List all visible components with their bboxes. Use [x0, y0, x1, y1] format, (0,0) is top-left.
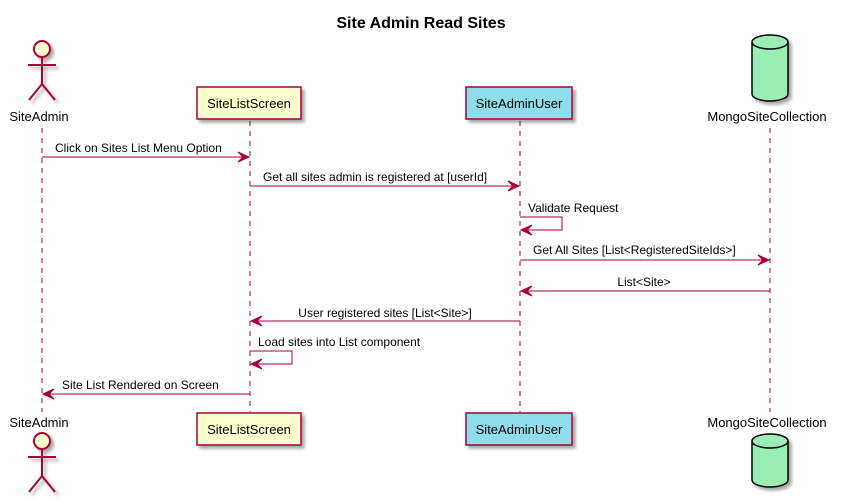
message-6: User registered sites [List<Site>] — [249, 306, 520, 327]
svg-text:List<Site>: List<Site> — [617, 275, 670, 289]
actor-icon — [28, 40, 56, 101]
svg-text:Site List Rendered on Screen: Site List Rendered on Screen — [62, 378, 219, 392]
participant-site-admin-user-top: SiteAdminUser — [476, 96, 563, 111]
svg-text:Validate Request: Validate Request — [528, 201, 619, 215]
message-1: Click on Sites List Menu Option — [42, 141, 251, 163]
message-5: List<Site> — [519, 275, 770, 297]
message-4: Get All Sites [List<RegisteredSiteIds>] — [520, 243, 771, 266]
participant-box-site-list-screen-bottom — [196, 412, 302, 446]
participant-box-site-admin-user-top — [465, 86, 573, 120]
diagram-title: Site Admin Read Sites — [336, 15, 505, 32]
participant-site-list-screen-bottom: SiteListScreen — [207, 422, 291, 437]
participant-box-site-list-screen-top — [196, 86, 302, 120]
svg-text:User registered sites [List<Si: User registered sites [List<Site>] — [298, 306, 471, 320]
participant-site-admin-bottom: SiteAdmin — [9, 415, 68, 430]
svg-text:Load sites into List component: Load sites into List component — [258, 335, 421, 349]
participant-site-admin-user-bottom: SiteAdminUser — [476, 422, 563, 437]
message-7: Load sites into List component — [249, 335, 421, 370]
participant-site-admin-top: SiteAdmin — [9, 109, 68, 124]
participant-box-site-admin-user-bottom — [465, 412, 573, 446]
participant-mongo-site-collection-top: MongoSiteCollection — [707, 109, 826, 124]
message-3: Validate Request — [519, 201, 619, 236]
participant-site-list-screen-top: SiteListScreen — [207, 96, 291, 111]
svg-text:Get All Sites [List<Registered: Get All Sites [List<RegisteredSiteIds>] — [533, 243, 736, 257]
message-2: Get all sites admin is registered at [us… — [250, 170, 521, 192]
database-icon — [751, 433, 789, 488]
message-8: Site List Rendered on Screen — [41, 378, 250, 400]
database-icon — [751, 34, 789, 102]
svg-text:Click on Sites List Menu Optio: Click on Sites List Menu Option — [55, 141, 222, 155]
participant-mongo-site-collection-bottom: MongoSiteCollection — [707, 415, 826, 430]
svg-text:Get all sites admin is registe: Get all sites admin is registered at [us… — [263, 170, 487, 184]
actor-icon — [28, 432, 56, 493]
